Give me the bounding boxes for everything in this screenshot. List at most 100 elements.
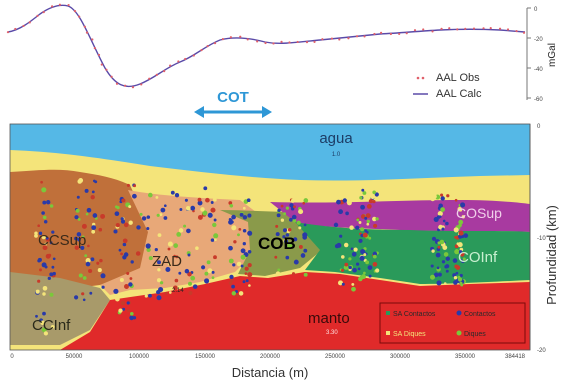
seismic-point xyxy=(439,239,445,245)
seismic-point xyxy=(437,272,442,277)
seismic-point xyxy=(49,241,53,245)
seismic-point xyxy=(151,190,155,194)
obs-point xyxy=(373,32,376,36)
seismic-point xyxy=(336,242,342,248)
seismic-point xyxy=(204,271,209,276)
seismic-point xyxy=(100,213,106,219)
seismic-point xyxy=(90,257,95,262)
obs-point xyxy=(42,11,45,14)
seismic-point xyxy=(164,291,168,295)
seismic-point xyxy=(167,262,171,266)
seismic-point xyxy=(462,257,466,261)
obs-point xyxy=(338,38,341,41)
seismic-point xyxy=(120,300,126,306)
seismic-point xyxy=(359,255,365,261)
seismic-point xyxy=(298,209,304,215)
seismic-point xyxy=(228,201,233,205)
seismic-point xyxy=(302,235,308,240)
obs-point xyxy=(280,40,283,43)
seismic-point xyxy=(123,222,129,228)
obs-point xyxy=(22,24,25,28)
seismic-point xyxy=(156,289,161,295)
seismic-point xyxy=(168,291,172,294)
seismic-point xyxy=(167,247,171,251)
seismic-point xyxy=(430,264,434,268)
seismic-point xyxy=(118,248,122,252)
obs-point xyxy=(73,10,77,13)
seismic-point xyxy=(90,195,95,200)
seismic-point xyxy=(372,254,377,259)
seismic-point xyxy=(360,205,365,209)
seismic-point xyxy=(178,228,184,233)
seismic-point xyxy=(126,301,130,305)
ccsup-label: CCSup xyxy=(38,232,86,249)
seismic-point xyxy=(454,235,458,239)
contactos-label: Contactos xyxy=(464,311,496,318)
seismic-point xyxy=(122,307,126,311)
seismic-point xyxy=(455,271,459,275)
x-tick: 250000 xyxy=(325,354,346,360)
seismic-point xyxy=(77,179,82,184)
seismic-point xyxy=(231,214,236,220)
seismic-point xyxy=(203,186,208,191)
obs-point xyxy=(213,42,217,45)
seismic-point xyxy=(210,207,216,213)
depth-tick: 0 xyxy=(537,124,541,130)
seismic-point xyxy=(303,248,308,253)
seismic-point xyxy=(174,193,180,198)
seismic-point xyxy=(97,268,102,273)
seismic-point xyxy=(148,293,152,298)
seismic-point xyxy=(42,200,47,205)
seismic-point xyxy=(163,216,168,220)
obs-point xyxy=(78,15,81,18)
seismic-point xyxy=(280,204,284,208)
seismic-point xyxy=(185,205,191,211)
seismic-point xyxy=(460,202,466,208)
seismic-point xyxy=(302,201,306,205)
seismic-point xyxy=(211,276,215,280)
seismic-point xyxy=(288,217,293,222)
obs-point xyxy=(14,27,17,31)
x-tick: 50000 xyxy=(66,354,83,360)
seismic-point xyxy=(173,254,176,258)
obs-point xyxy=(67,3,70,7)
zad-label: ZAD xyxy=(152,253,182,270)
depth-axis-label: Profundidad (km) xyxy=(544,205,559,305)
seismic-point xyxy=(453,276,458,280)
seismic-point xyxy=(248,284,251,287)
seismic-point xyxy=(37,257,42,262)
seismic-point xyxy=(44,242,48,246)
seismic-point xyxy=(49,204,54,208)
seismic-point xyxy=(365,260,370,265)
obs-point xyxy=(28,21,31,24)
seismic-point xyxy=(212,197,217,202)
seismic-point xyxy=(99,258,103,263)
seismic-point xyxy=(126,183,130,187)
obs-point xyxy=(506,28,510,31)
obs-point xyxy=(472,27,476,30)
seismic-point xyxy=(213,233,219,239)
seismic-point xyxy=(242,215,248,220)
seismic-point xyxy=(236,261,242,267)
obs-point xyxy=(184,57,187,61)
seismic-point xyxy=(244,266,249,271)
obs-point xyxy=(36,14,39,17)
seismic-point xyxy=(197,214,203,220)
seismic-point xyxy=(372,216,377,222)
depth-axis: 0 -10 -20 Profundidad (km) xyxy=(529,124,559,354)
zad-body xyxy=(100,190,262,295)
seismic-point xyxy=(291,214,297,220)
seismic-point xyxy=(242,228,247,233)
seismic-point xyxy=(289,203,294,208)
obs-point xyxy=(398,32,401,36)
seismic-point xyxy=(84,254,88,258)
seismic-points xyxy=(34,178,469,336)
gravity-legend: AAL Obs AAL Calc xyxy=(413,72,482,100)
x-tick: 300000 xyxy=(390,354,411,360)
seismic-point xyxy=(345,211,349,216)
seismic-point xyxy=(351,282,355,286)
seismic-point xyxy=(114,205,118,209)
x-axis-label: Distancia (m) xyxy=(232,365,309,380)
seismic-point xyxy=(145,243,151,249)
